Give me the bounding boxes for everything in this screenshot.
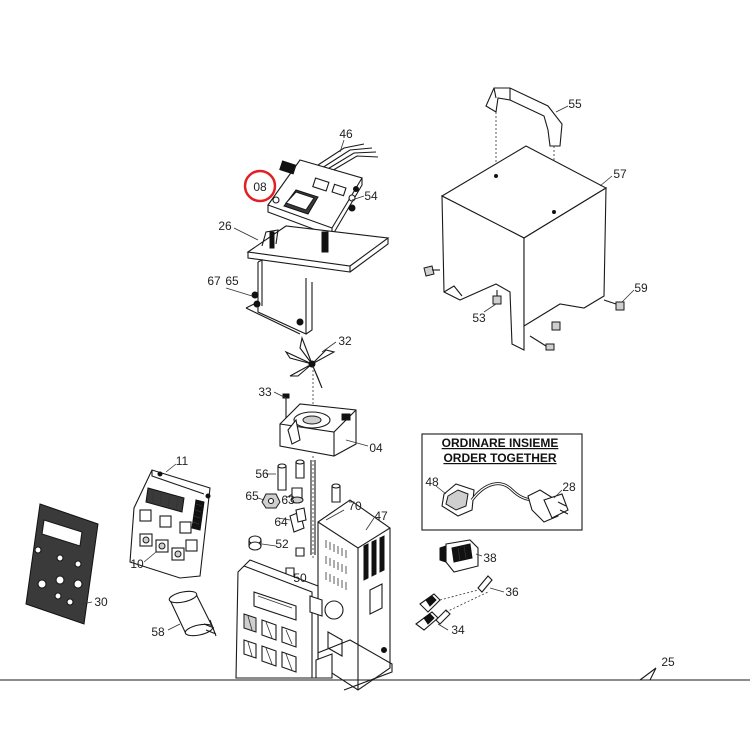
part-label-25[interactable]: 25 xyxy=(661,655,675,669)
front-control-board xyxy=(129,469,211,579)
part-label-34[interactable]: 34 xyxy=(451,623,465,637)
part-label-50[interactable]: 50 xyxy=(293,571,307,585)
part-label-63[interactable]: 63 xyxy=(281,493,295,507)
box-title-english: ORDER TOGETHER xyxy=(443,451,556,465)
control-board-assembly xyxy=(243,143,390,335)
part-label-47[interactable]: 47 xyxy=(374,509,388,523)
part-label-10[interactable]: 10 xyxy=(130,557,144,571)
part-label-56[interactable]: 56 xyxy=(255,467,269,481)
order-together-box: ORDINARE INSIEME ORDER TOGETHER xyxy=(421,433,583,531)
part-label-58[interactable]: 58 xyxy=(151,625,165,639)
part-label-67[interactable]: 67 xyxy=(207,274,221,288)
part-label-11[interactable]: 11 xyxy=(176,454,189,468)
part-label-53[interactable]: 53 xyxy=(472,311,486,325)
part-label-64[interactable]: 64 xyxy=(274,515,288,529)
part-label-04[interactable]: 04 xyxy=(369,441,383,455)
part-label-70[interactable]: 70 xyxy=(348,499,362,513)
part-label-57[interactable]: 57 xyxy=(613,167,627,181)
part-label-59[interactable]: 59 xyxy=(634,281,648,295)
part-label-65b[interactable]: 65 xyxy=(245,489,259,503)
small-hardware xyxy=(248,459,341,579)
part-label-30[interactable]: 30 xyxy=(94,595,108,609)
part-label-55[interactable]: 55 xyxy=(568,97,582,111)
part-label-26[interactable]: 26 xyxy=(218,219,232,233)
fan-motor-assembly xyxy=(279,336,357,560)
front-panel xyxy=(235,559,333,679)
part-labels: 08 46 54 26 67 65 32 33 04 55 57 59 53 1… xyxy=(94,97,675,669)
part-label-36[interactable]: 36 xyxy=(505,585,519,599)
part-label-54[interactable]: 54 xyxy=(364,189,378,203)
part-label-48[interactable]: 48 xyxy=(425,475,439,489)
part-label-52[interactable]: 52 xyxy=(275,537,289,551)
part-label-65a[interactable]: 65 xyxy=(225,274,239,288)
part-label-33[interactable]: 33 xyxy=(258,385,272,399)
highlight-ring xyxy=(243,169,277,203)
leader-lines xyxy=(81,105,635,631)
part-label-28[interactable]: 28 xyxy=(562,480,576,494)
part-label-46[interactable]: 46 xyxy=(339,127,353,141)
switch-and-fuses xyxy=(415,539,493,631)
part-label-08[interactable]: 08 xyxy=(253,180,267,194)
cover-assembly xyxy=(423,87,625,351)
box-title-italian: ORDINARE INSIEME xyxy=(442,436,559,450)
part-label-38[interactable]: 38 xyxy=(483,551,497,565)
part-label-32[interactable]: 32 xyxy=(338,334,352,348)
faceplate xyxy=(25,503,99,625)
capacitor xyxy=(168,590,217,637)
rear-panel xyxy=(299,499,393,691)
